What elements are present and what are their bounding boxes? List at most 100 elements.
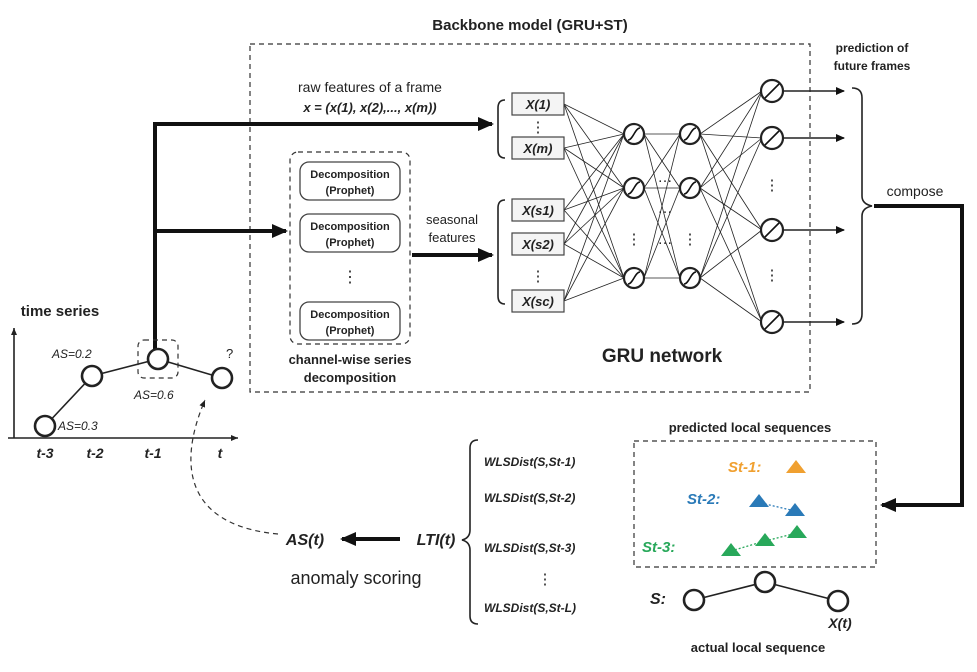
ts-selected-frame (137, 339, 179, 379)
svg-text:X(s1): X(s1) (521, 203, 554, 218)
ts-tick-t: t (218, 445, 224, 461)
score-feedback-arrow (190, 399, 279, 535)
gru-node (622, 266, 646, 290)
output-node (759, 309, 785, 335)
connection-line (563, 187, 625, 245)
connection-line (699, 90, 763, 135)
gru-node (622, 122, 646, 146)
seq-st-3-point-3 (787, 525, 807, 538)
svg-text:X(sc): X(sc) (521, 294, 554, 309)
actual-seq-line-2 (764, 581, 839, 602)
wlsdist-t-3: WLSDist(S,St-3) (484, 541, 575, 555)
backbone-frame (249, 43, 811, 393)
gru-network-label: GRU network (602, 346, 723, 367)
time-series-title: time series (21, 303, 99, 320)
connection-line (563, 103, 625, 189)
x-input-1: X(1) (511, 92, 565, 116)
raw-feature-arrow (153, 117, 494, 350)
connection-line (699, 133, 763, 323)
ts-annotation-t-1: AS=0.6 (133, 388, 174, 402)
svg-text:X(s2): X(s2) (521, 237, 554, 252)
connection-line (643, 133, 681, 189)
connection-line (563, 133, 625, 149)
connection-line (563, 243, 625, 279)
svg-text:(Prophet): (Prophet) (326, 325, 375, 337)
connection-line (643, 133, 681, 279)
ts-point-t-2 (80, 364, 104, 388)
ts-tick-t-2: t-2 (86, 445, 103, 461)
decomp-box-1: Decomposition (Prophet) (299, 161, 401, 201)
ts-segment-1 (44, 375, 93, 427)
ts-point-t (210, 366, 234, 390)
output-nodes (759, 78, 785, 335)
gru-ellipsis-h2: … (658, 200, 673, 217)
seq-st-2-point-1 (749, 494, 769, 507)
prediction-label-2: future frames (834, 59, 911, 73)
wlsdist-ellipsis: ⋮ (538, 571, 553, 588)
svg-text:Decomposition: Decomposition (310, 309, 390, 321)
input-feature-boxes: X(1) X(m) X(s1) X(s2) X(sc) (511, 92, 565, 313)
gru-node (678, 266, 702, 290)
output-node (759, 217, 785, 243)
network-connections (563, 87, 845, 326)
gru-node (678, 122, 702, 146)
decomp-box-3: Decomposition (Prophet) (299, 301, 401, 341)
seq-label-st-3: St-3: (642, 539, 675, 556)
out-ellipsis-1: ⋮ (765, 177, 780, 194)
decomp-ellipsis: ⋮ (342, 269, 358, 286)
seq-st-3-point-1 (721, 543, 741, 556)
input-bracket-raw (497, 99, 506, 159)
output-node (759, 78, 785, 104)
connection-line (563, 103, 625, 279)
gru-ellipsis-v2: ⋮ (683, 231, 698, 248)
connection-line (643, 187, 681, 279)
actual-seq-point-label: X(t) (827, 615, 852, 631)
wlsdist-t-2: WLSDist(S,St-2) (484, 491, 575, 505)
x-input-s2: X(s2) (511, 232, 565, 256)
seasonal-label-2: features (429, 230, 476, 245)
svg-text:X(1): X(1) (525, 97, 551, 112)
predicted-seq-title: predicted local sequences (669, 420, 832, 435)
actual-seq-point-3 (826, 589, 850, 613)
actual-seq-label: S: (650, 591, 666, 608)
connection-line (699, 187, 763, 231)
ts-segment-2 (91, 358, 159, 377)
ts-annotation-t: ? (226, 346, 233, 361)
wlsdist-t-l: WLSDist(S,St-L) (484, 601, 576, 615)
connection-line (563, 103, 625, 135)
x-ellipsis-seasonal: ⋮ (531, 268, 546, 285)
connection-line (563, 277, 625, 302)
gru-ellipsis-v1: ⋮ (627, 231, 642, 248)
seq-label-st-2: St-2: (687, 491, 720, 508)
raw-features-label: raw features of a frame (298, 79, 442, 95)
seq-label-st-1: St-1: (728, 459, 761, 476)
decomp-box-2: Decomposition (Prophet) (299, 213, 401, 253)
output-brace (851, 87, 873, 325)
output-node (759, 125, 785, 151)
connection-line (563, 133, 625, 211)
gru-ellipsis-h3: … (658, 231, 673, 248)
predicted-seq-frame (633, 440, 877, 568)
ts-annotation-t-2: AS=0.2 (51, 347, 92, 361)
gru-node (622, 176, 646, 200)
actual-seq-caption: actual local sequence (691, 640, 825, 655)
connection-line (699, 90, 763, 279)
connection-line (699, 133, 763, 231)
ts-point-t-1 (146, 347, 170, 371)
svg-text:(Prophet): (Prophet) (326, 237, 375, 249)
connection-line (563, 147, 625, 279)
x-input-m: X(m) (511, 136, 565, 160)
seq-st-1-point-1 (786, 460, 806, 473)
input-bracket-seasonal (497, 199, 506, 305)
connection-line (563, 133, 625, 245)
x-ellipsis-raw: ⋮ (531, 119, 546, 136)
seq-st-3-line-2 (764, 532, 798, 542)
out-ellipsis-2: ⋮ (765, 267, 780, 284)
as-t-label: AS(t) (285, 532, 324, 549)
prediction-label-1: prediction of (836, 41, 910, 55)
connection-line (563, 187, 625, 302)
svg-text:Decomposition: Decomposition (310, 221, 390, 233)
connection-line (699, 137, 763, 279)
ts-tick-t-1: t-1 (144, 445, 161, 461)
